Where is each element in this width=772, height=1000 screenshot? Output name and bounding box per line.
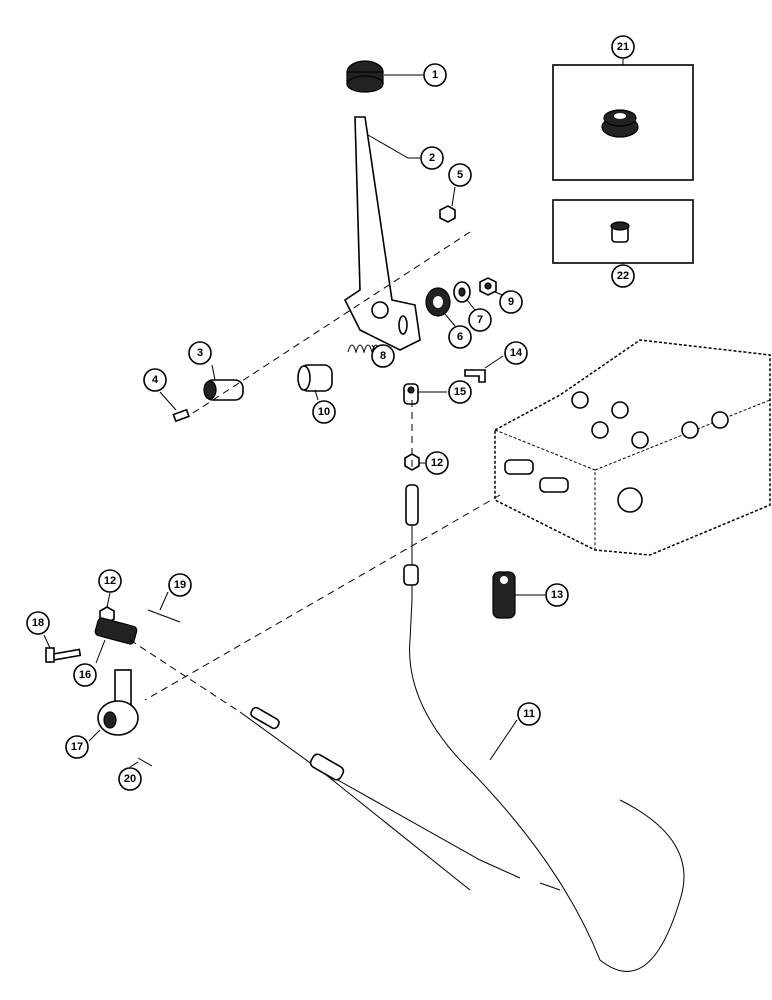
valve-block <box>494 339 771 556</box>
svg-text:22: 22 <box>617 270 629 282</box>
callout-15: 15 <box>448 380 472 404</box>
callout-16: 16 <box>73 663 97 687</box>
svg-text:12: 12 <box>104 575 116 587</box>
nut-9 <box>479 277 497 296</box>
callout-4: 4 <box>143 368 167 392</box>
bushing-10 <box>297 364 333 392</box>
svg-text:2: 2 <box>429 152 435 164</box>
pin-19 <box>147 609 181 623</box>
callout-3: 3 <box>188 341 212 365</box>
callout-17: 17 <box>65 735 89 759</box>
callout-1: 1 <box>423 63 447 87</box>
callout-13: 13 <box>545 583 569 607</box>
svg-text:3: 3 <box>197 347 203 359</box>
svg-text:8: 8 <box>380 350 386 362</box>
callout-14: 14 <box>504 341 528 365</box>
callout-7: 7 <box>468 308 492 332</box>
svg-text:14: 14 <box>510 347 523 359</box>
nut-5 <box>439 205 456 223</box>
knob <box>346 60 384 93</box>
gear-6 <box>425 287 451 317</box>
svg-text:13: 13 <box>551 589 563 601</box>
bracket-3 <box>203 379 244 401</box>
part-13 <box>492 571 516 619</box>
inset-22 <box>552 199 694 264</box>
clevis-15 <box>403 383 419 405</box>
washer-7 <box>453 281 471 303</box>
bolt-4 <box>172 408 190 423</box>
callout-8: 8 <box>371 344 395 368</box>
svg-text:18: 18 <box>32 617 44 629</box>
lever <box>343 116 421 351</box>
clip-14 <box>464 369 486 383</box>
svg-text:6: 6 <box>457 331 463 343</box>
svg-text:9: 9 <box>508 296 514 308</box>
callout-9: 9 <box>499 290 523 314</box>
callout-10: 10 <box>312 400 336 424</box>
callout-22: 22 <box>611 264 635 288</box>
svg-text:12: 12 <box>431 457 443 469</box>
svg-text:16: 16 <box>79 669 91 681</box>
callout-11: 11 <box>517 702 541 726</box>
svg-text:21: 21 <box>617 41 629 53</box>
svg-text:19: 19 <box>174 579 186 591</box>
pin-20 <box>137 757 153 767</box>
svg-text:1: 1 <box>432 69 438 81</box>
svg-text:7: 7 <box>477 314 483 326</box>
callout-2: 2 <box>420 146 444 170</box>
cable <box>239 706 521 891</box>
callout-6: 6 <box>448 325 472 349</box>
svg-text:10: 10 <box>318 406 330 418</box>
callout-18: 18 <box>26 611 50 635</box>
svg-text:15: 15 <box>454 386 466 398</box>
callout-5: 5 <box>448 163 472 187</box>
svg-text:17: 17 <box>71 741 83 753</box>
callout-19: 19 <box>168 573 192 597</box>
callout-20: 20 <box>118 767 142 791</box>
callout-12-left: 12 <box>98 569 122 593</box>
bolt-18 <box>45 647 82 663</box>
callout-21: 21 <box>611 35 635 59</box>
cable-11 <box>403 484 685 972</box>
lever-17 <box>97 669 139 736</box>
svg-text:20: 20 <box>124 773 136 785</box>
clevis-16 <box>94 617 138 645</box>
svg-text:5: 5 <box>457 169 463 181</box>
svg-text:4: 4 <box>152 374 159 386</box>
inset-21 <box>552 64 694 181</box>
callout-12: 12 <box>425 451 449 475</box>
svg-text:11: 11 <box>523 708 535 720</box>
